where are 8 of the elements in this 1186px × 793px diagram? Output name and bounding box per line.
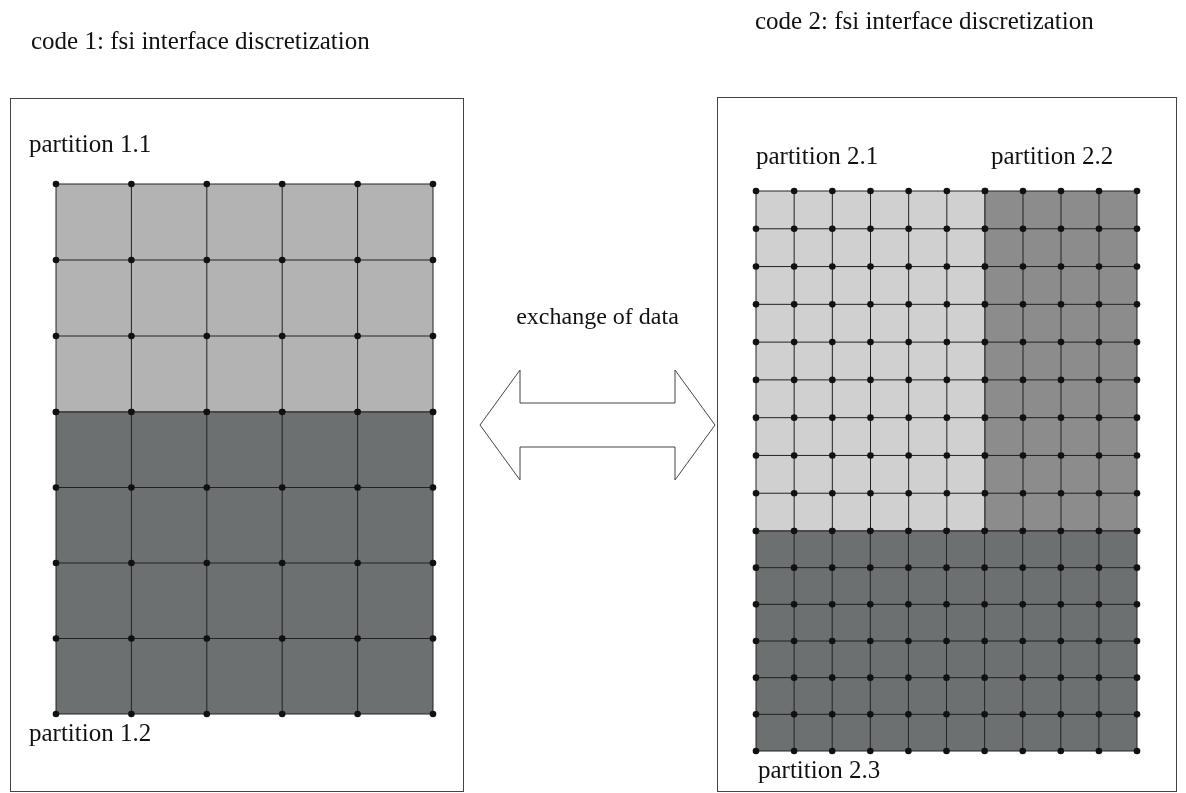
partition-label: partition 1.1 — [29, 129, 152, 159]
partition-label: partition 2.2 — [991, 141, 1114, 171]
double-block-arrow — [479, 369, 716, 481]
partition-label: partition 2.3 — [758, 755, 881, 785]
partition-label: partition 2.1 — [756, 141, 879, 171]
panel-heading: code 1: fsi interface discretization — [31, 26, 371, 56]
panel-heading: code 2: fsi interface discretization — [755, 6, 1095, 36]
partition-label: partition 1.2 — [29, 718, 152, 748]
